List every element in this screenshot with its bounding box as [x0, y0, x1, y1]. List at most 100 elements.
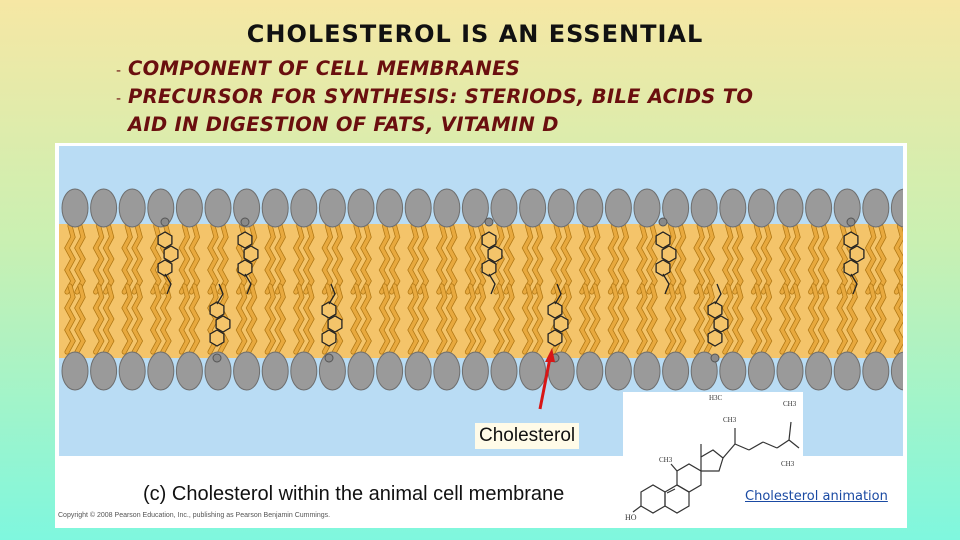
- phospholipid-head: [490, 351, 518, 391]
- slide-title: CHOLESTEROL IS AN ESSENTIAL: [246, 20, 704, 48]
- lipid-tail: [75, 224, 85, 294]
- lipid-tail: [865, 224, 876, 294]
- cholesterol-ring: [843, 259, 859, 277]
- lipid-tail: [618, 284, 629, 354]
- cholesterol-oh-group: [846, 217, 856, 227]
- lipid-tail: [847, 284, 858, 354]
- lipid-tail: [132, 284, 143, 354]
- lipid-tail: [351, 284, 361, 354]
- phospholipid-head: [261, 188, 289, 228]
- cholesterol-ring: [209, 301, 225, 319]
- cholesterol-ring: [237, 259, 253, 277]
- cholesterol-label: Cholesterol: [475, 423, 580, 449]
- lipid-tail: [65, 224, 75, 294]
- phospholipid-head: [347, 351, 375, 391]
- phospholipid-head: [833, 351, 861, 391]
- bullet-text: COMPONENT OF CELL MEMBRANES: [128, 57, 521, 80]
- lipid-tail: [379, 224, 390, 294]
- phospholipid-head: [233, 188, 261, 228]
- membrane-figure: Cholesterol HO H3C: [55, 143, 907, 528]
- lipid-tail: [665, 284, 676, 354]
- cholesterol-tail: [554, 283, 562, 305]
- bullet-item: -PRECURSOR FOR SYNTHESIS: STERIODS, BILE…: [116, 84, 788, 137]
- lipid-tail: [608, 284, 619, 354]
- lipid-tail: [122, 224, 133, 294]
- phospholipid-head: [576, 188, 604, 228]
- lipid-tail: [446, 284, 457, 354]
- cholesterol-oh-group: [324, 353, 334, 363]
- bullet-list: -COMPONENT OF CELL MEMBRANES -PRECURSOR …: [116, 56, 788, 137]
- lipid-tail: [618, 224, 629, 294]
- phospholipid-head: [233, 351, 261, 391]
- phospholipid-head: [204, 351, 232, 391]
- lipid-tail: [293, 284, 304, 354]
- lipid-tail: [189, 284, 200, 354]
- lipid-tail: [218, 224, 228, 294]
- phospholipid-head: [747, 188, 775, 228]
- lipid-tail: [722, 224, 733, 294]
- lipid-tail: [160, 284, 171, 354]
- label-arrow: [538, 348, 555, 410]
- lipid-tail: [694, 284, 705, 354]
- cholesterol-ring: [707, 301, 723, 319]
- cholesterol-ring: [209, 329, 225, 347]
- lipid-tail: [522, 284, 533, 354]
- lipid-tail: [132, 224, 143, 294]
- lipid-tail: [465, 284, 476, 354]
- phospholipid-head: [175, 188, 203, 228]
- lipid-tail: [179, 284, 190, 354]
- phospholipid-head: [719, 188, 747, 228]
- cholesterol-oh-group: [212, 353, 222, 363]
- cholesterol-ring: [163, 245, 179, 263]
- cholesterol-oh-group: [658, 217, 668, 227]
- lipid-tail: [818, 284, 829, 354]
- cholesterol-ring: [547, 329, 563, 347]
- cholesterol-structure: HO H3C CH3 CH3 CH3 CH3: [623, 392, 803, 528]
- phospholipid-head: [862, 188, 890, 228]
- lipid-tail: [751, 284, 762, 354]
- lipid-tail: [494, 284, 504, 354]
- lipid-tail: [875, 284, 886, 354]
- lipid-tail: [732, 284, 743, 354]
- lipid-tail: [532, 284, 543, 354]
- phospholipid-head: [318, 188, 346, 228]
- lipid-tail: [93, 224, 104, 294]
- lipid-tail: [579, 284, 590, 354]
- lipid-tail: [589, 284, 600, 354]
- cholesterol-ring: [321, 301, 337, 319]
- cholesterol-ring: [237, 231, 253, 249]
- phospholipid-head: [404, 351, 432, 391]
- phospholipid-head: [404, 188, 432, 228]
- lipid-tail: [265, 224, 276, 294]
- lipid-tail: [465, 224, 476, 294]
- lipid-tail: [265, 284, 276, 354]
- lipid-tail: [694, 224, 705, 294]
- ch3-label: CH3: [659, 456, 673, 464]
- lipid-tail: [379, 284, 390, 354]
- lipid-tail: [704, 224, 715, 294]
- lipid-tail: [732, 224, 743, 294]
- phospholipid-head: [719, 351, 747, 391]
- lipid-tail: [179, 224, 190, 294]
- lipid-tail: [93, 284, 104, 354]
- lipid-tail: [637, 224, 647, 294]
- lipid-tail: [446, 224, 457, 294]
- phospholipid-head: [347, 188, 375, 228]
- lipid-tail: [894, 224, 905, 294]
- lipid-tail: [389, 224, 400, 294]
- lipid-tail: [293, 224, 304, 294]
- lipid-tail: [418, 284, 429, 354]
- phospholipid-head: [776, 351, 804, 391]
- cholesterol-ring: [547, 301, 563, 319]
- lipid-tail: [75, 284, 85, 354]
- phospholipid-head: [690, 188, 718, 228]
- lipid-tail: [389, 284, 400, 354]
- lipid-tail: [150, 284, 161, 354]
- phospholipid-head: [318, 351, 346, 391]
- cholesterol-ring: [661, 245, 677, 263]
- phospholipid-head: [519, 188, 547, 228]
- cholesterol-animation-link[interactable]: Cholesterol animation: [745, 489, 888, 504]
- lipid-tail: [761, 284, 772, 354]
- lipid-tail: [494, 224, 504, 294]
- phospholipid-head: [290, 351, 318, 391]
